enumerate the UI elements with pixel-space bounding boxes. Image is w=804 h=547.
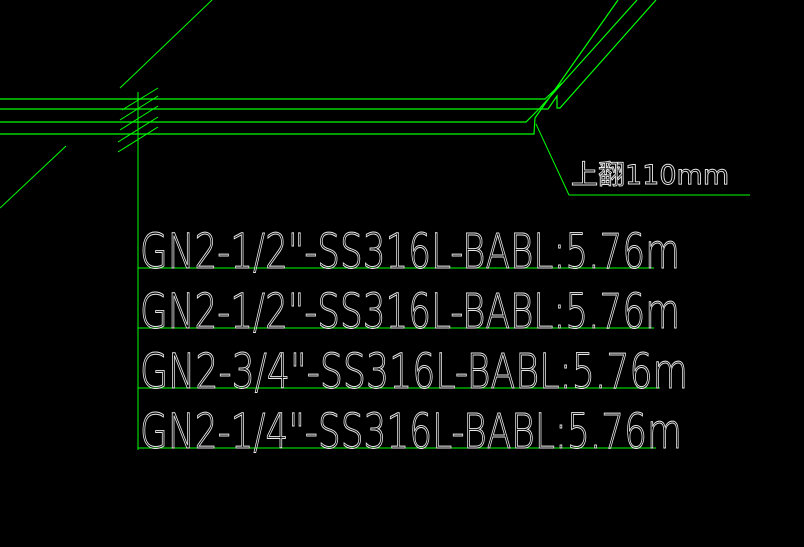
annotation-label: 上翻110mm (571, 160, 729, 191)
pipe-line-3 (0, 0, 638, 123)
pipe-runs (0, 0, 657, 135)
break-lines (0, 0, 213, 209)
pipe-label-4: GN2-1/4"-SS316L-BABL:5.76m (140, 404, 682, 460)
break-tick-2 (119, 95, 159, 121)
pipe-line-2 (0, 0, 657, 110)
break-tick-3 (119, 105, 159, 131)
break-tick-1 (121, 87, 159, 111)
annotation-leader (535, 123, 750, 196)
pipe-label-1: GN2-1/2"-SS316L-BABL:5.76m (140, 224, 680, 280)
pipe-label-2: GN2-1/2"-SS316L-BABL:5.76m (140, 284, 680, 340)
break-line-long-1 (119, 0, 213, 89)
leader-lines (137, 92, 750, 450)
pipe-line-4 (0, 0, 619, 135)
break-line-long-2 (0, 145, 67, 209)
pipe-label-3: GN2-3/4"-SS316L-BABL:5.76m (140, 344, 688, 400)
pipe-line-1 (0, 82, 563, 100)
